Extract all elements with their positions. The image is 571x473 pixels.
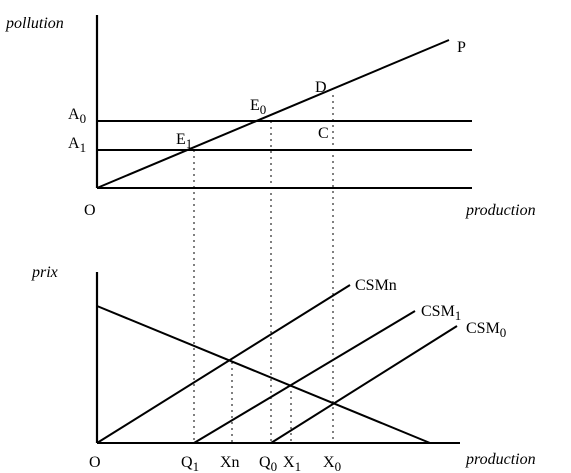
bottom-origin-label: O [89, 454, 101, 471]
curve-label-csm0: CSM0 [466, 320, 506, 340]
demand-curve [96, 305, 431, 444]
top-x-axis-label: production [465, 202, 536, 219]
tick-label-xn: Xn [220, 454, 240, 471]
tick-label-q1: Q1 [181, 454, 199, 473]
point-label-e0: E0 [250, 97, 266, 117]
curve-csm1 [193, 310, 416, 444]
pollution-curve-p [96, 39, 450, 189]
top-origin-label: O [84, 202, 96, 219]
point-label-c: C [318, 125, 329, 142]
dotted-connectors [193, 95, 334, 443]
curve-csmn [96, 284, 351, 444]
tick-label-q0: Q0 [259, 454, 277, 473]
top-y-axis-label: pollution [5, 15, 64, 32]
tick-label-x0: X0 [323, 454, 341, 473]
bottom-x-axis-label: production [465, 451, 536, 468]
top-panel: pollution production O P A0 A1 E0 E1 D C [5, 15, 536, 219]
curve-label-csmn: CSMn [355, 277, 397, 294]
level-label-a0: A0 [68, 106, 86, 126]
bottom-y-axis-label: prix [31, 264, 58, 281]
point-label-e1: E1 [176, 131, 192, 151]
curve-csm0 [270, 325, 458, 444]
curve-label-p: P [457, 39, 466, 56]
level-label-a1: A1 [68, 135, 86, 155]
point-label-d: D [315, 79, 327, 96]
bottom-panel: prix production O CSMn CSM1 CSM0 Q1 Xn Q… [31, 264, 536, 473]
tick-label-x1: X1 [283, 454, 301, 473]
curve-label-csm1: CSM1 [421, 303, 461, 323]
